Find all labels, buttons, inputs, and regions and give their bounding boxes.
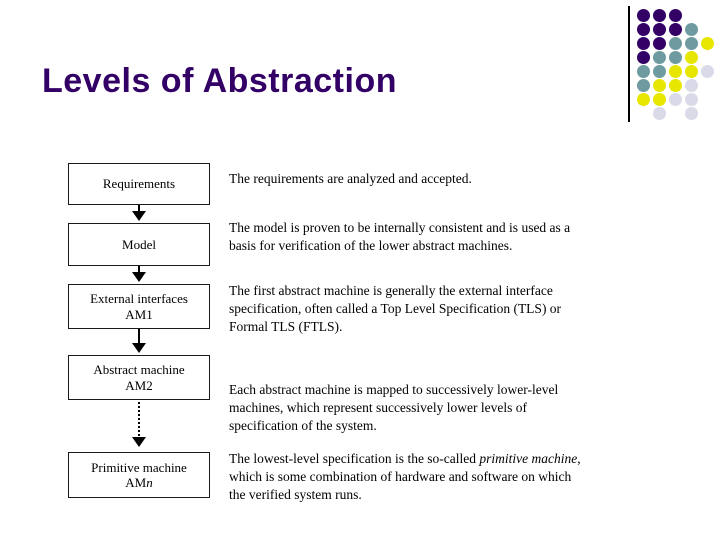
deco-dot-yellow (701, 37, 714, 50)
flow-box-sublabel-text: AM (125, 475, 147, 490)
deco-dot-teal (669, 51, 682, 64)
arrow-head-icon (132, 437, 146, 447)
header-divider-line (628, 6, 630, 122)
flow-box-requirements: Requirements (68, 163, 210, 205)
deco-dot-lavender (653, 107, 666, 120)
flow-box-label: Abstract machine (93, 362, 185, 378)
flow-box-sublabel: AM2 (125, 377, 153, 393)
deco-dot-teal (669, 37, 682, 50)
arrow-shaft (138, 329, 140, 348)
flow-box-sublabel: AMn (125, 475, 152, 490)
deco-dot-yellow (669, 79, 682, 92)
deco-dot-purple (637, 51, 650, 64)
deco-dot-purple (653, 23, 666, 36)
deco-dot-teal (637, 79, 650, 92)
flow-box-primitive-machine: Primitive machine AMn (68, 452, 210, 498)
flow-box-abstract-machine: Abstract machine AM2 (68, 355, 210, 400)
deco-dot-teal (653, 51, 666, 64)
arrow-head-icon (132, 211, 146, 221)
deco-dot-yellow (653, 93, 666, 106)
description-primitive-machine: The lowest-level specification is the so… (229, 450, 589, 503)
description-text-part2: , which is some combination of hardware … (229, 451, 581, 502)
deco-dot-lavender (685, 79, 698, 92)
flow-box-label: Model (122, 236, 156, 252)
flow-box-label: Requirements (102, 176, 176, 192)
arrow-shaft-dotted (138, 402, 140, 440)
flow-box-model: Model (68, 223, 210, 266)
page-title: Levels of Abstraction (42, 62, 397, 100)
flow-box-sublabel-index: n (146, 475, 153, 490)
deco-dot-purple (637, 37, 650, 50)
deco-dot-yellow (685, 51, 698, 64)
flow-box-label: External interfaces (90, 291, 188, 307)
deco-dot-lavender (669, 93, 682, 106)
description-text-part1: The lowest-level specification is the so… (229, 451, 480, 466)
deco-dot-purple (669, 9, 682, 22)
deco-dot-lavender (701, 65, 714, 78)
description-external-interfaces: The first abstract machine is generally … (229, 283, 562, 334)
deco-dot-teal (685, 37, 698, 50)
arrow-head-icon (132, 272, 146, 282)
deco-dot-lavender (685, 93, 698, 106)
deco-dot-purple (637, 23, 650, 36)
arrow-head-icon (132, 343, 146, 353)
description-requirements: The requirements are analyzed and accept… (229, 171, 472, 186)
deco-dot-purple (653, 37, 666, 50)
deco-dot-yellow (685, 65, 698, 78)
deco-dot-purple (669, 23, 682, 36)
description-abstract-machine: Each abstract machine is mapped to succe… (229, 382, 559, 433)
deco-dot-teal (637, 65, 650, 78)
flow-box-sublabel: AM1 (125, 306, 153, 322)
dot-grid-decoration (637, 9, 714, 121)
deco-dot-yellow (653, 79, 666, 92)
deco-dot-purple (653, 9, 666, 22)
deco-dot-yellow (637, 93, 650, 106)
deco-dot-teal (685, 23, 698, 36)
description-model: The model is proven to be internally con… (229, 220, 571, 253)
deco-dot-yellow (669, 65, 682, 78)
deco-dot-teal (653, 65, 666, 78)
flow-box-label: Primitive machine (91, 459, 187, 475)
deco-dot-lavender (685, 107, 698, 120)
deco-dot-purple (637, 9, 650, 22)
description-emphasis: primitive machine (479, 451, 578, 466)
flow-box-external-interfaces: External interfaces AM1 (68, 284, 210, 329)
